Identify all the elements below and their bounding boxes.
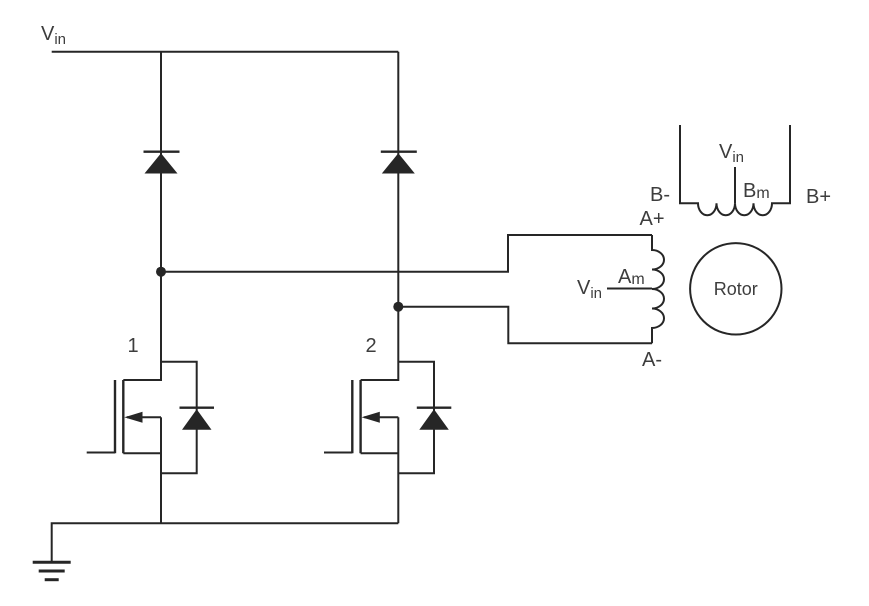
phase-a-minus-wire xyxy=(398,305,652,345)
mosfet-1-number: 1 xyxy=(127,335,138,357)
vin-rail-label: Vin xyxy=(41,23,66,48)
freewheel-diode-1-triangle xyxy=(144,153,178,174)
phase-a-mid-label-sub: m xyxy=(631,271,644,288)
phase-a-vin-label-sub: in xyxy=(590,285,602,302)
drain-line-1 xyxy=(123,51,162,381)
mosfet-2: 2 xyxy=(324,335,452,524)
phase-a-plus-label: A+ xyxy=(639,208,664,230)
ground-rail xyxy=(32,522,399,582)
phase-b-winding: B- B+ Bm Vin xyxy=(650,125,831,217)
rotor: Rotor xyxy=(689,242,783,336)
phase-b-vin-label-base: V xyxy=(719,141,733,163)
phase-b-minus-label: B- xyxy=(650,184,670,206)
body-diode-2-triangle xyxy=(419,409,449,430)
freewheel-diode-2 xyxy=(380,150,417,174)
mosfet-1-arrow-icon xyxy=(124,411,143,423)
phase-a-mid-label: Am xyxy=(618,266,645,288)
half-bridge-leg-2: 2 xyxy=(324,51,452,524)
phase-b-mid-label-base: B xyxy=(743,180,756,202)
phase-b-plus-label: B+ xyxy=(806,186,831,208)
vin-rail-label-sub: in xyxy=(54,31,66,48)
phase-b-vin-label: Vin xyxy=(719,141,744,166)
mosfet-2-number: 2 xyxy=(365,335,376,357)
rotor-circle xyxy=(689,242,783,336)
drain-line-2 xyxy=(360,51,400,381)
power-rail: Vin xyxy=(41,23,399,53)
phase-a-coil-icon xyxy=(651,235,665,344)
phase-a-vin-label: Vin xyxy=(577,277,602,302)
half-bridge-leg-1: 1 xyxy=(86,51,214,524)
phase-a-winding: A+ A- Am Vin xyxy=(161,208,665,371)
mosfet-2-arrow-icon xyxy=(361,411,380,423)
phase-b-mid-label: Bm xyxy=(743,180,770,202)
phase-a-minus-label: A- xyxy=(642,349,662,371)
phase-a-mid-label-base: A xyxy=(618,266,632,288)
phase-b-mid-label-sub: m xyxy=(756,185,769,202)
phase-a-plus-wire xyxy=(161,234,652,273)
body-diode-1-triangle xyxy=(182,409,212,430)
phase-b-vin-label-sub: in xyxy=(732,149,744,166)
ground-icon xyxy=(32,560,71,582)
freewheel-diode-2-triangle xyxy=(381,153,415,174)
freewheel-diode-1 xyxy=(143,150,180,174)
ground-wire xyxy=(50,522,399,563)
rotor-label: Rotor xyxy=(714,279,758,299)
vin-rail-label-base: V xyxy=(41,23,55,45)
mosfet-1: 1 xyxy=(86,335,214,524)
phase-a-vin-label-base: V xyxy=(577,277,591,299)
